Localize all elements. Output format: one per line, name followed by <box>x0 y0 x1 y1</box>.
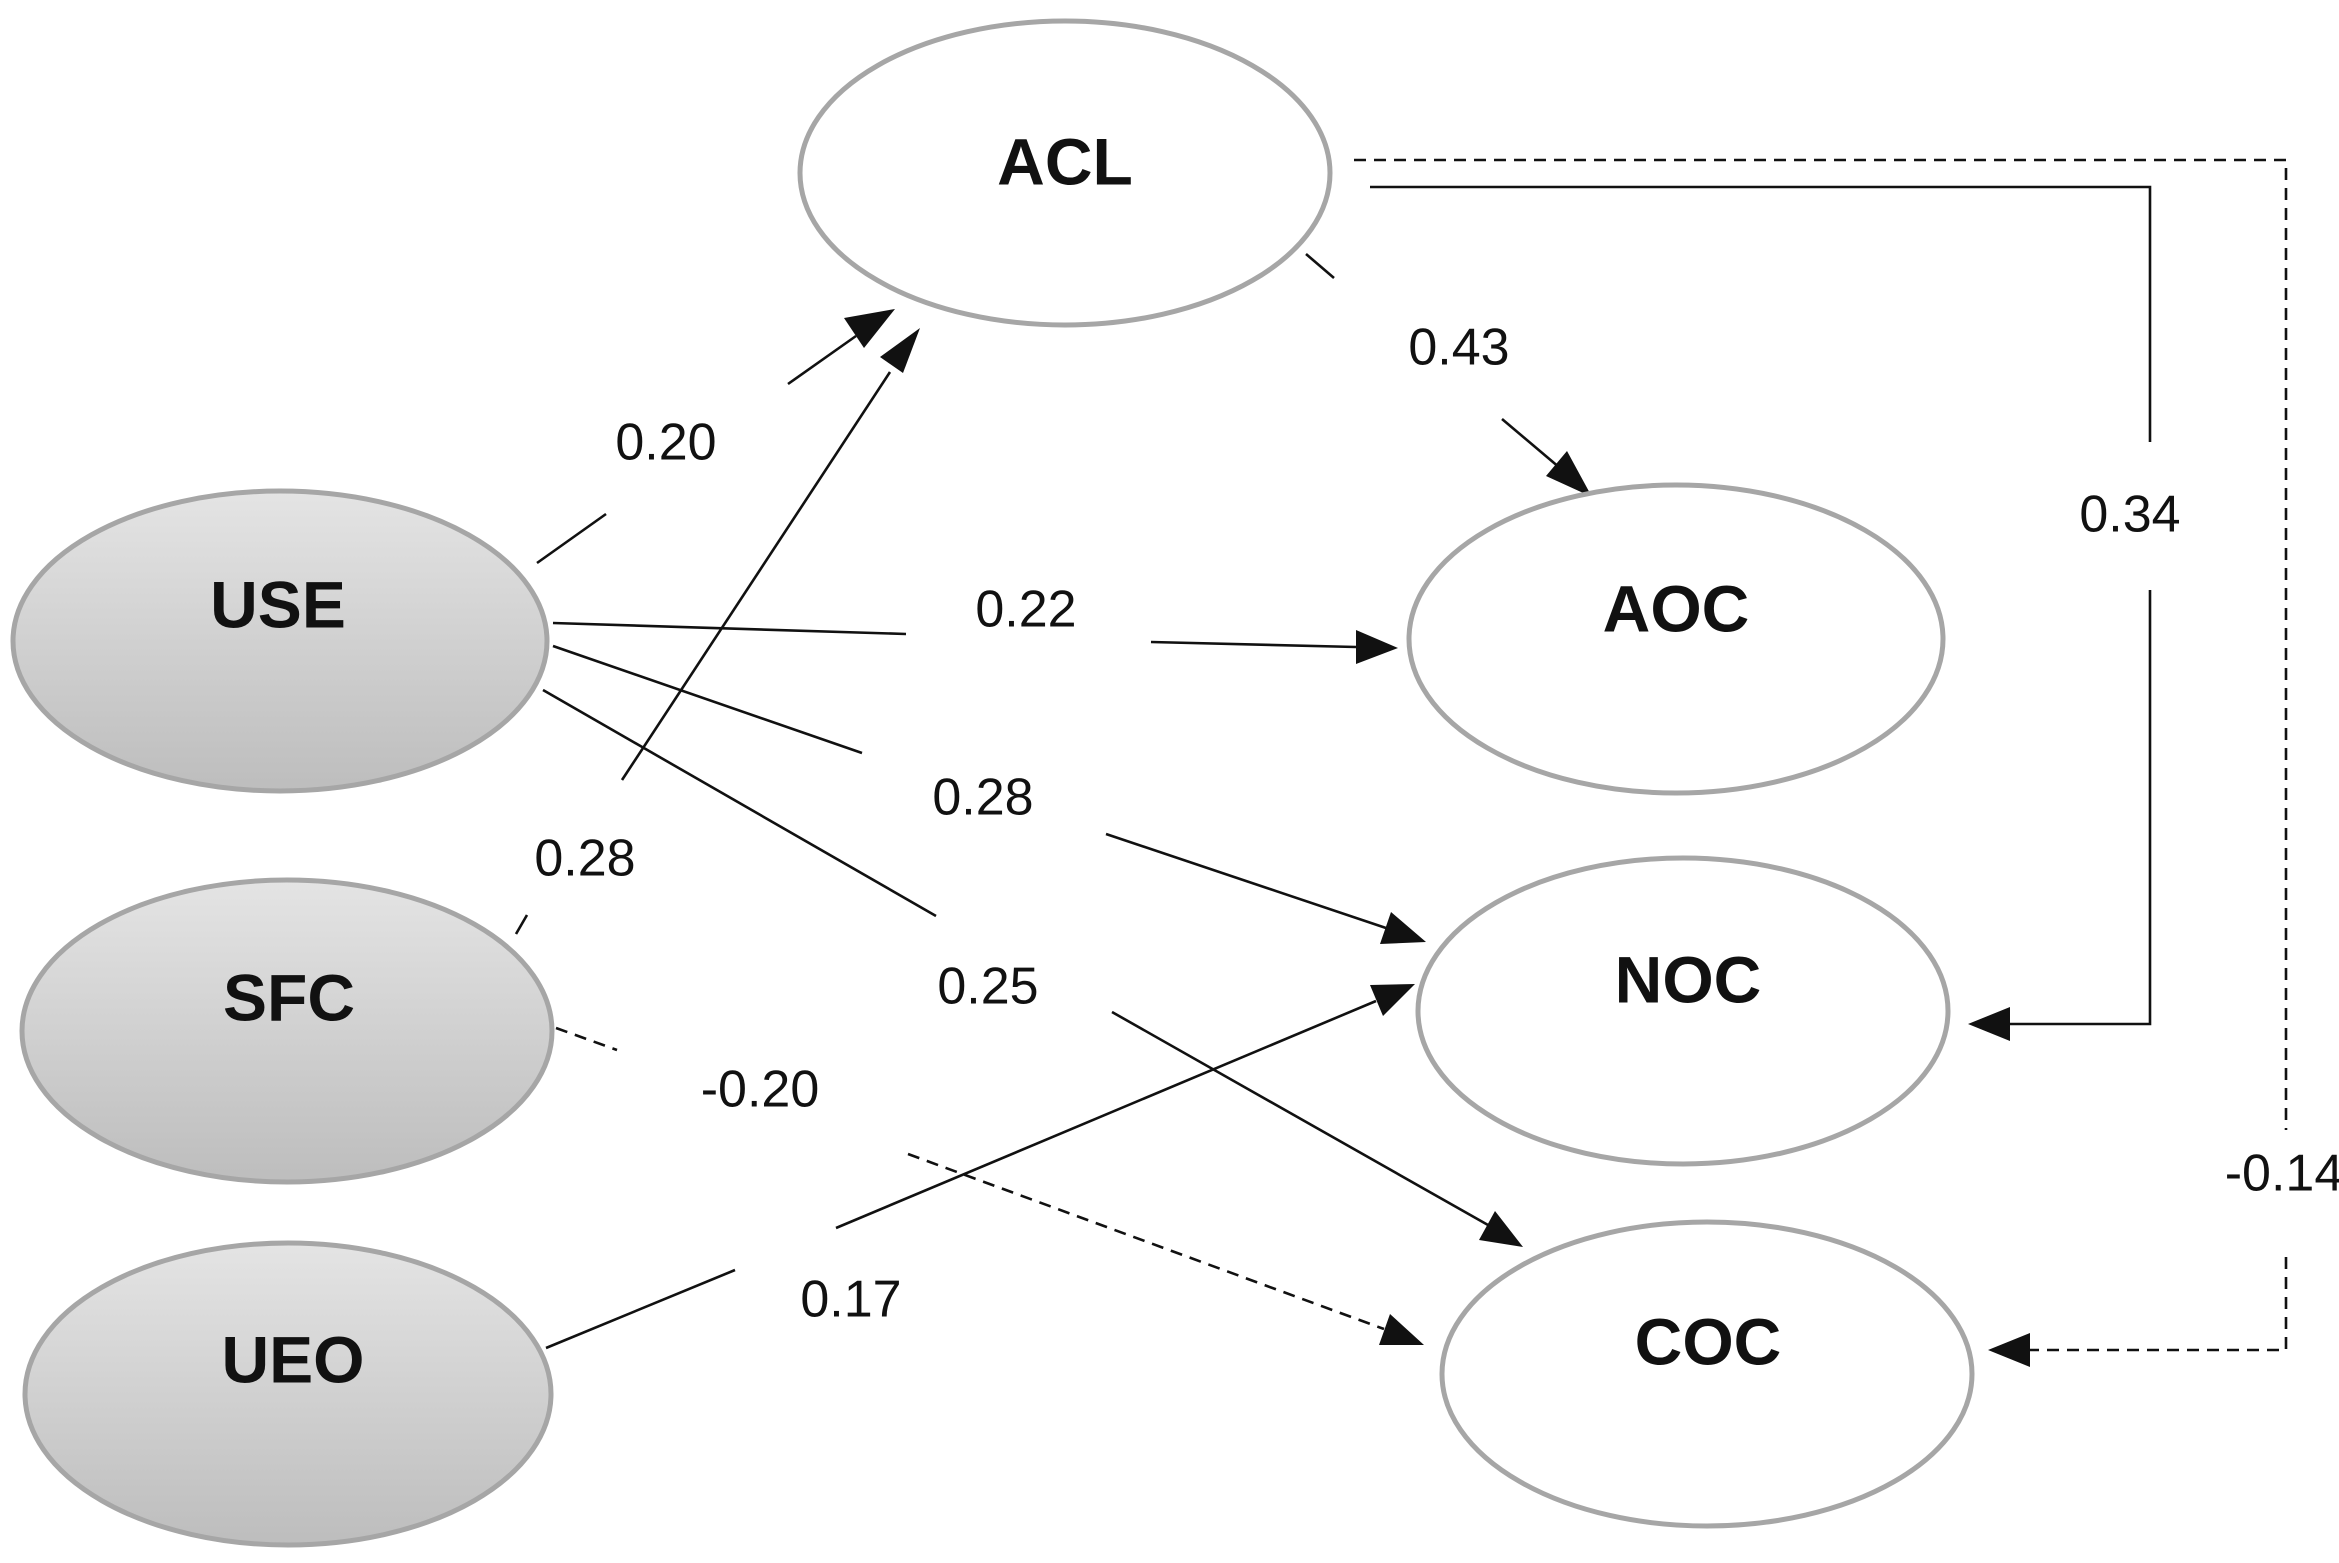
node-acl-label: ACL <box>997 124 1133 198</box>
node-noc-label: NOC <box>1615 942 1762 1016</box>
node-sfc-ellipse <box>19 877 555 1185</box>
path-sfc-coc <box>555 1026 1424 1345</box>
node-sfc-label: SFC <box>223 960 355 1034</box>
coef-sfc-coc: -0.20 <box>701 1061 820 1119</box>
node-ueo-label: UEO <box>221 1322 364 1396</box>
path-lines <box>514 158 2288 1367</box>
coef-use-coc: 0.25 <box>937 958 1038 1016</box>
path-sfc-acl <box>514 328 920 935</box>
node-ueo-ellipse <box>22 1240 554 1548</box>
path-ueo-noc <box>545 984 1415 1350</box>
path-use-coc <box>542 688 1523 1247</box>
node-use-ellipse <box>10 488 550 794</box>
path-use-noc <box>552 644 1426 944</box>
node-use: USE <box>10 488 550 794</box>
path-acl-noc <box>1370 185 2152 1041</box>
node-aoc-label: AOC <box>1603 571 1750 645</box>
node-coc-label: COC <box>1635 1304 1782 1378</box>
coef-acl-noc: 0.34 <box>2079 486 2180 544</box>
node-acl-ellipse <box>797 18 1333 328</box>
node-aoc-ellipse <box>1406 482 1946 796</box>
node-coc: COC <box>1439 1219 1975 1529</box>
coef-use-noc: 0.28 <box>932 769 1033 827</box>
node-coc-ellipse <box>1439 1219 1975 1529</box>
node-use-label: USE <box>210 567 346 641</box>
node-noc-ellipse <box>1415 855 1951 1167</box>
node-aoc: AOC <box>1406 482 1946 796</box>
node-ueo: UEO <box>22 1240 554 1548</box>
coef-sfc-acl: 0.28 <box>534 830 635 888</box>
coef-acl-coc: -0.14 <box>2225 1145 2339 1203</box>
path-coefficients: 0.20 0.28 0.43 0.34 -0.14 0.22 0.28 0.25… <box>534 319 2339 1329</box>
path-acl-aoc <box>1305 253 1592 497</box>
coef-ueo-noc: 0.17 <box>800 1271 901 1329</box>
node-sfc: SFC <box>19 877 555 1185</box>
node-noc: NOC <box>1415 855 1951 1167</box>
coef-use-aoc: 0.22 <box>975 581 1076 639</box>
path-use-acl <box>536 309 895 565</box>
coef-acl-aoc: 0.43 <box>1408 319 1509 377</box>
path-acl-coc <box>1354 158 2288 1367</box>
coef-use-acl: 0.20 <box>615 414 716 472</box>
path-use-aoc <box>552 621 1398 664</box>
node-acl: ACL <box>797 18 1333 328</box>
